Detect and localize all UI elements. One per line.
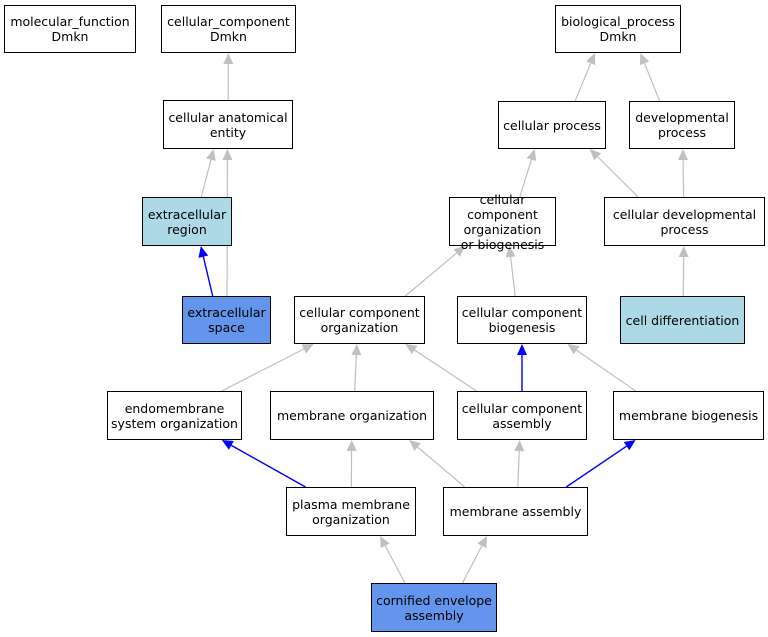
edge-mo-to-cco (354, 354, 357, 392)
edge-cea-to-pmo (384, 545, 406, 584)
edge-ma-to-mo (417, 446, 466, 488)
edge-cp-to-bp (574, 62, 592, 102)
edge-ma-to-cca (517, 450, 520, 488)
arrowhead-cea-to-pmo (380, 536, 390, 549)
node-extracellular-region[interactable]: extracellular region (142, 197, 232, 246)
node-cell-differentiation[interactable]: cell differentiation (620, 296, 745, 344)
arrowhead-ccob-to-cp (526, 149, 537, 161)
arrowhead-eso-to-cco (301, 344, 314, 354)
edge-eso-to-cco (221, 348, 305, 392)
arrowhead-pmo-to-mo (346, 440, 357, 452)
node-cellular-process[interactable]: cellular process (498, 101, 606, 149)
arrowhead-ma-to-cca (514, 440, 525, 452)
arrowhead-cp-to-bp (586, 53, 596, 66)
edge-dp-to-bp (643, 62, 661, 102)
node-cellular-component-organization[interactable]: cellular component organization (294, 296, 425, 344)
arrowhead-cca-to-cco (405, 344, 418, 355)
edge-cdp-to-dp (682, 159, 685, 198)
node-cellular-anatomical-entity[interactable]: cellular anatomical entity (163, 100, 293, 149)
arrowhead-cae-to-cc (223, 53, 234, 65)
edge-cco-to-ccob (404, 252, 458, 297)
node-plasma-membrane-organization[interactable]: plasma membrane organization (286, 487, 416, 536)
arrowhead-cco-to-ccob (453, 246, 466, 257)
arrowhead-dp-to-bp (639, 53, 650, 66)
edge-ccob-to-cp (519, 159, 532, 198)
node-membrane-assembly[interactable]: membrane assembly (443, 487, 588, 536)
arrowhead-cea-to-ma (477, 536, 487, 549)
node-cellular-component-biogenesis[interactable]: cellular component biogenesis (457, 296, 587, 344)
edge-pmo-to-eso (231, 444, 306, 488)
edge-cea-to-ma (461, 545, 483, 584)
arrowhead-mb-to-ccb (567, 344, 580, 355)
edge-mb-to-ccb (576, 349, 636, 392)
node-membrane-organization[interactable]: membrane organization (270, 391, 434, 440)
node-cellular-component-organization-or-biogenesis[interactable]: cellular component organization or bioge… (449, 192, 556, 252)
edge-cca-to-cco (414, 349, 477, 392)
node-cornified-envelope-assembly[interactable]: cornified envelope assembly (371, 583, 497, 632)
arrowhead-pmo-to-eso (221, 440, 234, 450)
node-cellular-component-assembly[interactable]: cellular component assembly (457, 391, 587, 440)
node-membrane-biogenesis[interactable]: membrane biogenesis (613, 391, 764, 440)
node-developmental-process[interactable]: developmental process (629, 101, 735, 149)
arrowhead-es-to-cae (222, 149, 233, 161)
arrowhead-ma-to-mb (623, 440, 636, 451)
edge-er-to-cae (200, 159, 212, 198)
node-extracellular-space[interactable]: extracellular space (182, 296, 271, 344)
arrowhead-ccb-to-ccob (505, 246, 516, 258)
arrowhead-cca-to-ccb (517, 344, 527, 355)
arrowhead-er-to-cae (206, 149, 216, 161)
node-biological-process[interactable]: biological_process Dmkn (555, 5, 681, 53)
arrowhead-ma-to-mo (409, 440, 421, 451)
node-endomembrane-system-organization[interactable]: endomembrane system organization (107, 391, 242, 440)
arrowhead-es-to-er (198, 246, 209, 258)
node-molecular-function[interactable]: molecular_function Dmkn (4, 5, 136, 53)
edge-cdp-to-cp (597, 156, 639, 198)
arrowhead-cdp-to-cp (589, 149, 602, 161)
node-cellular-component[interactable]: cellular_component Dmkn (161, 5, 296, 53)
edge-es-to-er (202, 256, 214, 297)
arrowhead-cdp-to-dp (678, 149, 689, 161)
arrowhead-cd-to-cdp (678, 246, 689, 258)
arrowhead-mo-to-cco (351, 344, 362, 356)
edge-ma-to-mb (565, 445, 627, 488)
edge-ccb-to-ccob (510, 256, 516, 297)
node-cellular-developmental-process[interactable]: cellular developmental process (604, 197, 765, 246)
